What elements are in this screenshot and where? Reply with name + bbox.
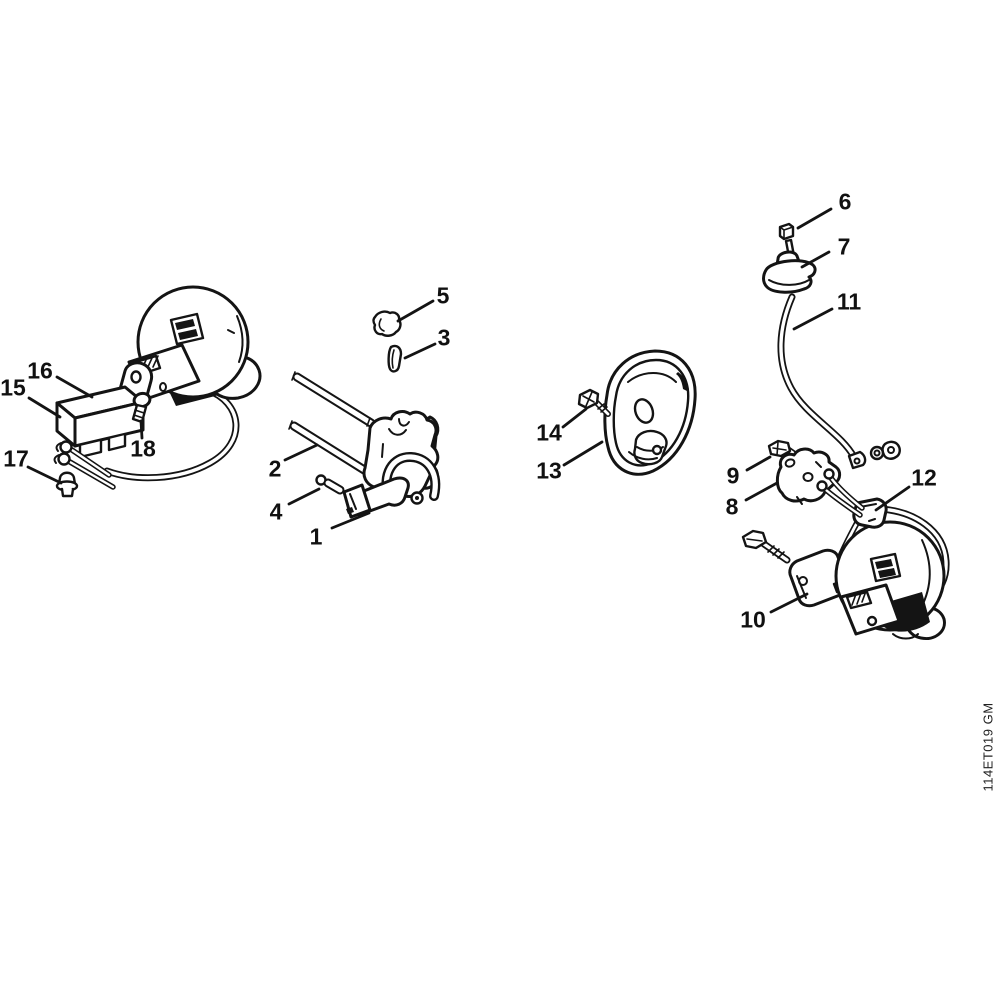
right-coil-drawing xyxy=(834,520,946,641)
leader-line-7 xyxy=(800,250,831,269)
part-label-7: 7 xyxy=(837,233,851,260)
part-label-9: 9 xyxy=(726,462,740,489)
washer-drawing xyxy=(869,445,885,461)
part-13-cover-drawing xyxy=(603,349,697,476)
left-ignition-coil-assembly xyxy=(53,285,262,498)
leader-line-15 xyxy=(27,396,62,419)
leader-line-16 xyxy=(55,375,94,399)
mounting-bracket-assembly xyxy=(288,310,441,519)
part-label-14: 14 xyxy=(536,419,562,446)
part-3-clip-drawing xyxy=(387,344,403,373)
leader-line-14 xyxy=(561,407,588,429)
part-label-17: 17 xyxy=(3,445,29,472)
part-label-10: 10 xyxy=(740,606,766,633)
part-label-13: 13 xyxy=(536,457,562,484)
leader-line-6 xyxy=(796,207,833,230)
leader-line-11 xyxy=(792,307,834,331)
leader-line-8 xyxy=(744,481,779,502)
bracket-wires xyxy=(816,468,865,518)
part-label-18: 18 xyxy=(130,435,156,462)
part-11-cable-drawing xyxy=(777,293,867,470)
leader-lines xyxy=(26,207,911,614)
right-ignition-module-assembly xyxy=(741,222,950,641)
part-5-nut-drawing xyxy=(372,310,402,337)
leader-line-5 xyxy=(396,299,435,323)
figure-id-watermark: 114ET019 GM xyxy=(980,702,996,792)
part-1-bracket-drawing xyxy=(342,410,441,519)
part-6-clip-drawing xyxy=(778,222,795,241)
bolt-drawing xyxy=(741,529,791,564)
part-17-grommet-drawing xyxy=(55,471,79,498)
part-15-module-drawing xyxy=(55,361,154,459)
nut-drawing xyxy=(881,440,901,460)
part-label-2: 2 xyxy=(268,455,282,482)
part-18-screw-drawing xyxy=(131,391,152,424)
part-label-8: 8 xyxy=(725,493,739,520)
coil-lead-wires xyxy=(53,440,116,490)
leader-line-9 xyxy=(745,455,772,472)
part-label-4: 4 xyxy=(269,498,283,525)
part-label-16: 16 xyxy=(27,357,53,384)
coil-wire-left xyxy=(103,386,240,482)
part-label-15: 15 xyxy=(0,374,26,401)
leader-line-1 xyxy=(330,511,371,530)
part-14-bolt-drawing xyxy=(577,388,611,417)
part-7-boot-drawing xyxy=(762,238,817,294)
leader-line-10 xyxy=(769,592,809,614)
leader-line-4 xyxy=(287,487,321,506)
leader-line-3 xyxy=(403,342,437,360)
leader-line-12 xyxy=(874,485,911,512)
leader-line-18 xyxy=(139,419,144,440)
part-4-pin-drawing xyxy=(315,474,345,495)
part-label-3: 3 xyxy=(437,324,451,351)
part-label-12: 12 xyxy=(911,464,937,491)
part-16-coil-drawing xyxy=(136,285,262,400)
part-label-5: 5 xyxy=(436,282,450,309)
leader-line-13 xyxy=(562,440,604,467)
part-label-1: 1 xyxy=(309,523,323,550)
leader-line-17 xyxy=(26,465,63,485)
part-label-11: 11 xyxy=(836,288,862,315)
part-2-studs-drawing xyxy=(288,371,376,478)
cover-plate-assembly xyxy=(577,349,697,476)
part-label-6: 6 xyxy=(838,188,852,215)
leader-line-2 xyxy=(283,443,319,462)
